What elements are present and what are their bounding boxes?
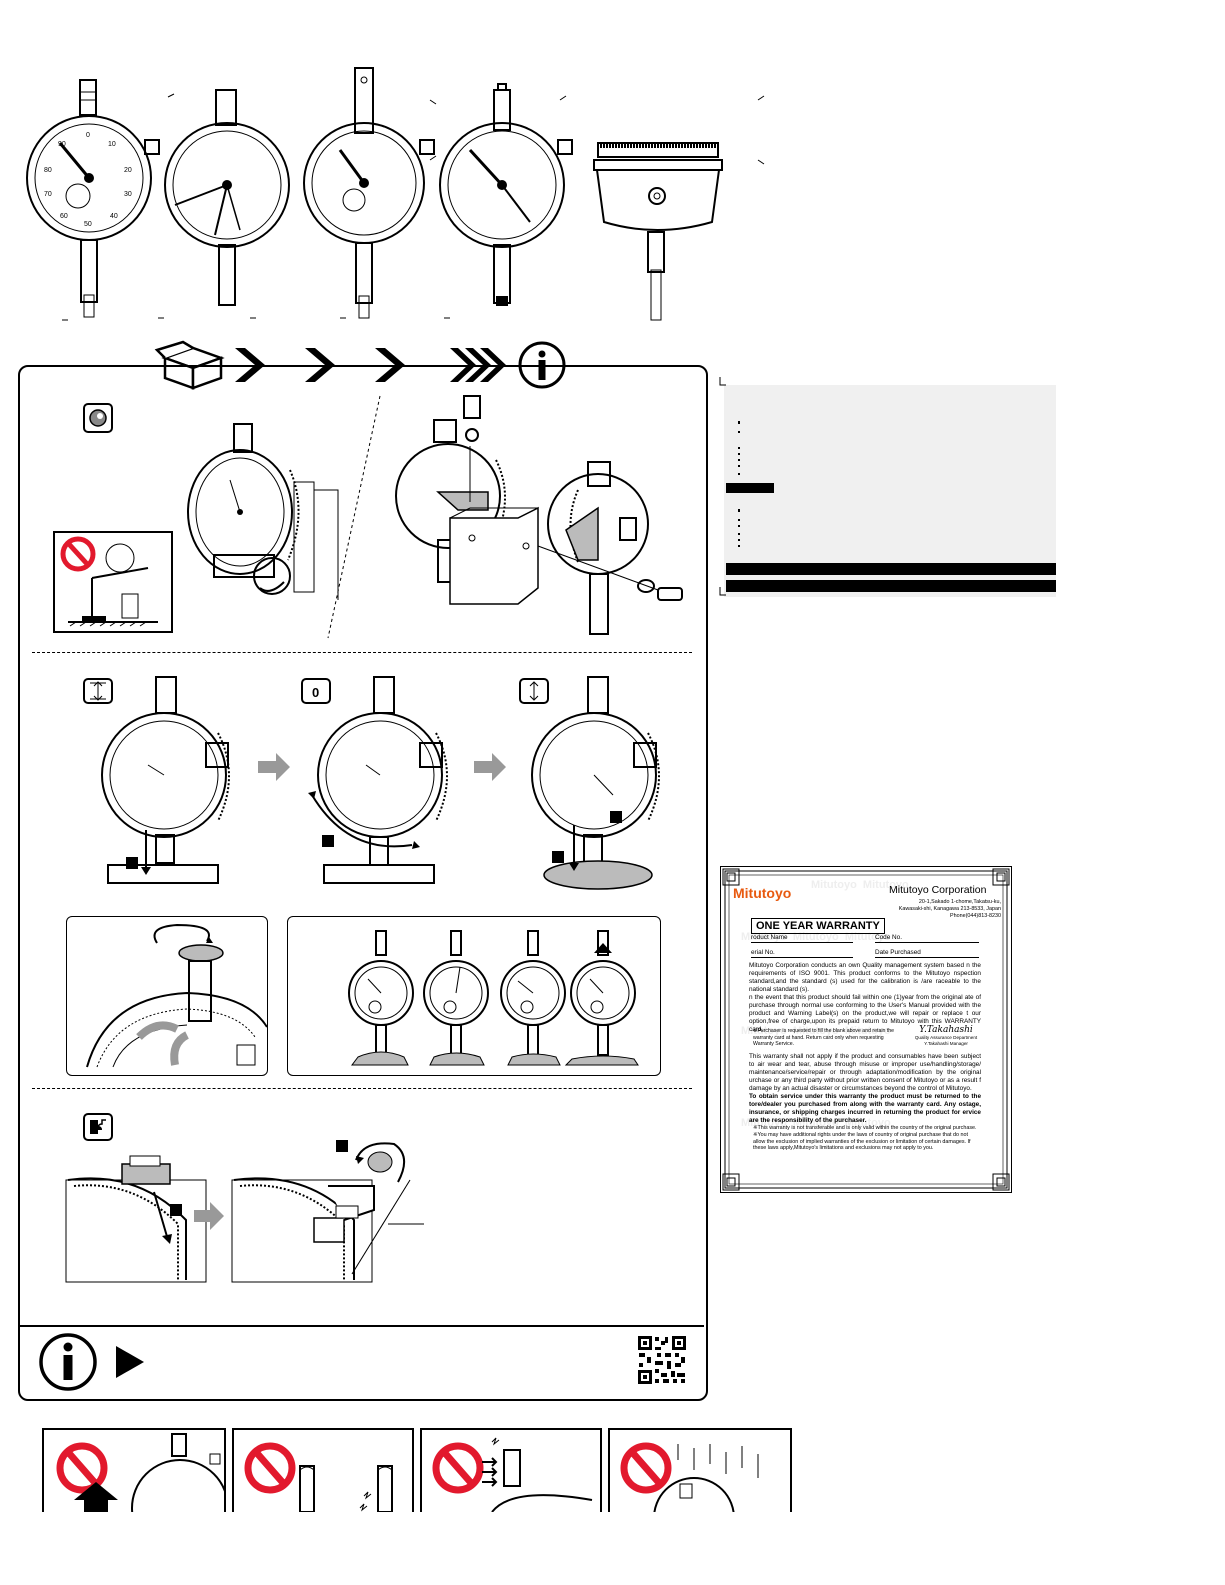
warranty-title: ONE YEAR WARRANTY bbox=[751, 916, 885, 934]
lug-icon bbox=[83, 1113, 113, 1141]
dial-number: 90 bbox=[58, 141, 66, 148]
company-name: Mitutoyo Corporation bbox=[889, 884, 987, 896]
section-divider bbox=[32, 652, 692, 653]
info-icon bbox=[39, 1333, 97, 1391]
brand-logo: Mitutoyo bbox=[733, 885, 792, 901]
arrow-right-icon bbox=[474, 753, 506, 781]
dial-number: 10 bbox=[108, 141, 116, 148]
warning-panel-4 bbox=[608, 1428, 792, 1512]
back-mount-illustration bbox=[395, 395, 683, 635]
purchaser-note: ※Purchaser is requested to fill the blan… bbox=[753, 1028, 895, 1047]
product-name-field[interactable]: roduct Name bbox=[751, 934, 853, 943]
mini-indicator bbox=[348, 930, 414, 1066]
arrow-right-icon bbox=[258, 753, 290, 781]
dial-number: 80 bbox=[44, 167, 52, 174]
zero-step-1-illustration bbox=[101, 676, 230, 884]
prohibited-mounting-warning bbox=[53, 531, 173, 633]
indicator-3 bbox=[303, 67, 435, 319]
warranty-notes: ※This warranty is not transferable and i… bbox=[753, 1125, 977, 1152]
stroke-range-icon bbox=[519, 678, 549, 704]
lug-attachment-section bbox=[65, 1113, 424, 1283]
zero-icon: 0 bbox=[301, 678, 331, 704]
company-address: 20-1,Sakado 1-chome,Takatsu-ku, Kawasaki… bbox=[898, 899, 1001, 919]
warranty-exclusions: This warranty shall not apply if the pro… bbox=[749, 1053, 981, 1124]
stem-mount-illustration bbox=[187, 423, 339, 600]
prohibition-icon bbox=[56, 1442, 108, 1494]
warning-panel-3 bbox=[420, 1428, 602, 1512]
dial-number: 0 bbox=[86, 132, 90, 139]
dial-number: 30 bbox=[124, 191, 132, 198]
dial-number: 40 bbox=[110, 213, 118, 220]
dial-number: 20 bbox=[124, 167, 132, 174]
code-no-field[interactable]: Code No. bbox=[875, 934, 979, 943]
mini-indicator bbox=[423, 930, 489, 1066]
warranty-body: Mitutoyo Corporation conducts an own Qua… bbox=[749, 962, 981, 1033]
stroke-range-icon bbox=[83, 678, 113, 704]
triple-chevron-icon bbox=[450, 348, 506, 382]
spec-table-block bbox=[719, 377, 1056, 597]
dial-number: 70 bbox=[44, 191, 52, 198]
zero-icon-label: 0 bbox=[312, 685, 319, 700]
signature-block: Y.Takahashi Quality Assurance Department… bbox=[914, 1025, 978, 1046]
cap-adjust-detail bbox=[66, 916, 268, 1076]
limit-setting-detail bbox=[287, 916, 661, 1076]
arrow-up-icon bbox=[74, 1482, 118, 1512]
mini-indicator bbox=[564, 930, 639, 1066]
dial-number: 50 bbox=[84, 221, 92, 228]
warning-panel-2 bbox=[232, 1428, 414, 1512]
indicator-4 bbox=[439, 83, 573, 306]
indicator-2 bbox=[164, 89, 290, 306]
lug-step-1-illustration bbox=[65, 1155, 207, 1283]
warning-panel-1 bbox=[42, 1428, 226, 1512]
warranty-card: Mitutoyo Mitutoyo Mitutoyo Mitutoyo Mitu… bbox=[720, 866, 1012, 1193]
dial-number: 60 bbox=[60, 213, 68, 220]
prohibition-icon bbox=[60, 536, 96, 572]
play-icon bbox=[116, 1346, 144, 1378]
lug-step-2-illustration bbox=[231, 1140, 424, 1283]
date-purchased-field[interactable]: Date Purchased bbox=[875, 949, 979, 958]
mounting-section bbox=[53, 395, 683, 639]
zero-step-3-illustration bbox=[531, 676, 660, 890]
indicator-5 bbox=[593, 142, 723, 321]
prohibition-icon bbox=[244, 1442, 296, 1494]
mini-indicator bbox=[500, 930, 566, 1066]
serial-no-field[interactable]: erial No. bbox=[751, 949, 853, 958]
prohibition-icon bbox=[620, 1442, 672, 1494]
instruction-panel bbox=[18, 365, 708, 1401]
box-icon bbox=[154, 340, 225, 390]
indicator-models-illustration: 0 10 20 30 40 50 60 70 80 90 bbox=[26, 67, 765, 321]
prohibition-icon bbox=[432, 1442, 484, 1494]
zero-step-2-illustration bbox=[308, 676, 448, 884]
zero-setting-section: 0 bbox=[83, 676, 660, 890]
arrow-right-icon bbox=[194, 1202, 224, 1230]
section-divider bbox=[32, 1088, 692, 1089]
qr-code[interactable] bbox=[637, 1335, 687, 1385]
wrench-icon bbox=[83, 403, 113, 433]
indicator-1 bbox=[26, 79, 160, 318]
info-divider bbox=[20, 1325, 704, 1327]
more-info-link[interactable] bbox=[36, 1332, 196, 1392]
